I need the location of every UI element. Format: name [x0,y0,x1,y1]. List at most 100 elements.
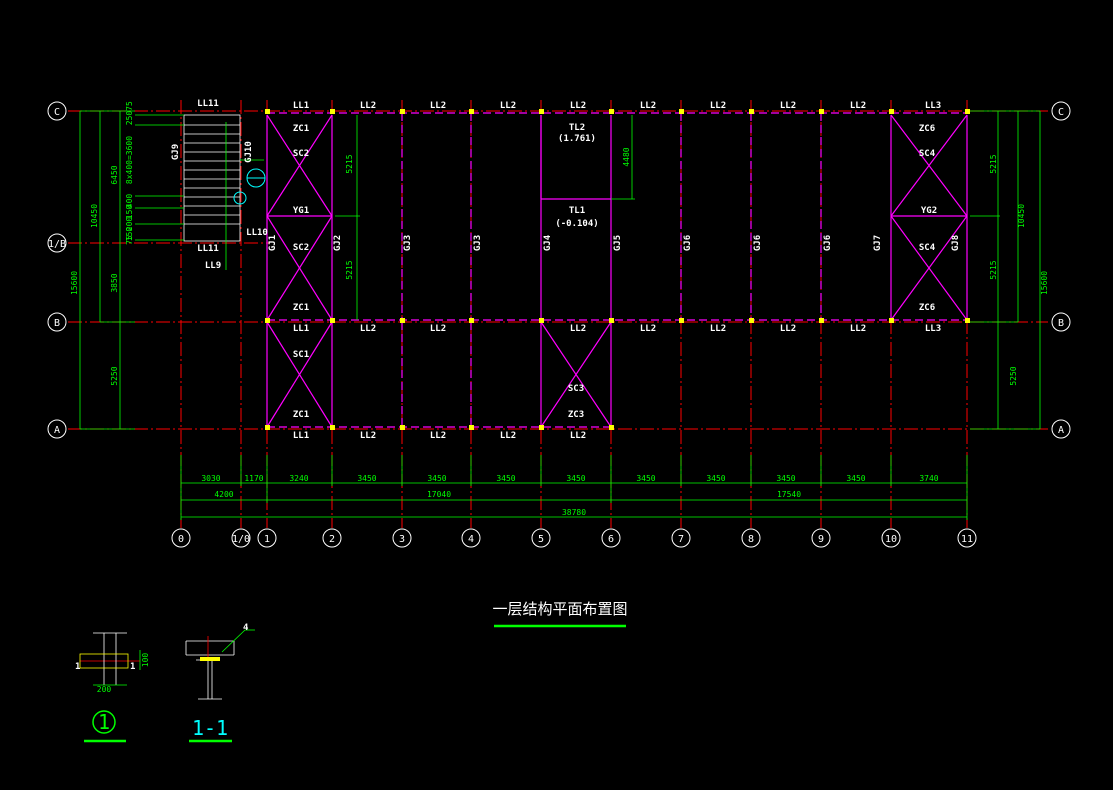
detail-1-1-weld-size: 4 [243,623,249,633]
col-axis-1: 1 [264,534,270,545]
beam-mid-1: LL2 [360,324,376,334]
solid-beams [266,114,968,428]
stair-dim-5: 200 [125,217,134,232]
beam-bot-2: LL2 [430,431,446,441]
dim-row2-2: 17540 [777,490,801,499]
dim-tl: 4480 [622,147,631,166]
beam-top-6: LL2 [710,101,726,111]
dim-right-e: 5250 [1009,366,1018,385]
dim-row1-5: 3450 [496,474,515,483]
beam-top-5: LL2 [640,101,656,111]
row-axis-bubbles [47,101,1071,439]
dim-row1-7: 3450 [636,474,655,483]
beam-top-1: LL2 [360,101,376,111]
drawing-title: 一层结构平面布置图 [492,600,627,618]
col-axis-9: 9 [818,534,824,545]
stair-dim-4: 150 [125,205,134,220]
brace-sc4-top: SC4 [919,149,936,159]
beam-bot-0: LL1 [293,431,309,441]
column-name-4: GJ4 [543,234,553,251]
row-axis-C-right: C [1058,107,1064,118]
beam-mid-0: LL1 [293,324,309,334]
beam-mid-7: LL2 [850,324,866,334]
beam-mid-5: LL2 [710,324,726,334]
col-axis-6: 6 [608,534,614,545]
dim-row1-0: 3030 [201,474,220,483]
column-name-10: GJ8 [951,235,961,251]
stair-dim-3: 400 [125,194,134,209]
stair-dim-6: 150 [125,227,134,242]
brace-sc2-bot: SC2 [293,243,309,253]
detail-1-1-weld [200,657,220,661]
beam-mid-4: LL2 [640,324,656,334]
dim-left-c: 15600 [70,271,79,295]
brace-zc6-bot: ZC6 [919,303,935,313]
brace-yg2: YG2 [921,206,937,216]
brace-yg1: YG1 [293,206,309,216]
row-axis-B-right: B [1058,318,1064,329]
col-axis-bubbles [171,528,977,548]
beam-top-2: LL2 [430,101,446,111]
dim-left-d: 3850 [110,273,119,292]
dim-row1-9: 3450 [776,474,795,483]
dim-left-b: 6450 [110,165,119,184]
detail-1-drawing [79,632,141,686]
row-grid-lines [68,110,1048,430]
beam-bot-3: LL2 [500,431,516,441]
stair-dim-1: 250 [125,111,134,126]
brace-zc1-bot: ZC1 [293,410,309,420]
dim-row1-8: 3450 [706,474,725,483]
brace-sc1: SC1 [293,350,309,360]
brace-sc3: SC3 [568,384,584,394]
stair-right-beam: LL10 [246,228,268,238]
dim-right-d: 15600 [1040,271,1049,295]
column-name-7: GJ6 [753,235,763,251]
row-axis-A-right: A [1058,425,1064,436]
brace-zc6-top: ZC6 [919,124,935,134]
brace-zc1-top: ZC1 [293,124,309,134]
column-name-8: GJ6 [823,235,833,251]
dimension-lines [79,110,1041,520]
stair-dim-0: 75 [125,101,134,111]
column-markers [265,109,970,430]
dim-right-c: 5215 [989,260,998,279]
beam-mid-3: LL2 [570,324,586,334]
col-axis-11: 11 [961,534,973,545]
detail-1-1-drawing [185,629,255,700]
dim-row1-10: 3450 [846,474,865,483]
dim-left-e: 5250 [110,366,119,385]
dim-row1-2: 3240 [289,474,308,483]
stair-top-beam: LL11 [197,99,219,109]
col-axis-2: 2 [329,534,335,545]
col-axis-3: 3 [399,534,405,545]
tl1-elev: (-0.104) [555,219,598,229]
dim-row2-0: 4200 [214,490,233,499]
col-axis-5: 5 [538,534,544,545]
row-axis-A: A [54,425,60,436]
beam-lines [267,112,967,428]
beam-bot-4: LL2 [570,431,586,441]
col-axis-1/0: 1/0 [232,534,250,545]
dim-right-b: 10450 [1017,204,1026,228]
row-axis-B: B [54,318,60,329]
col-axis-10: 10 [885,534,897,545]
dim-row2-1: 17040 [427,490,451,499]
beam-mid-2: LL2 [430,324,446,334]
column-name-2: GJ3 [403,235,413,251]
stair-bottom-beam: LL11 [197,244,219,254]
detail-1-cut-left: 1 [75,662,80,672]
row-axis-1B: 1/B [48,239,66,250]
stair-dim-2: 8x400=3600 [125,136,134,184]
col-axis-7: 7 [678,534,684,545]
section-marker [233,168,266,205]
beam-top-4: LL2 [570,101,586,111]
col-axis-0: 0 [178,534,184,545]
detail-1-circle [92,710,116,734]
detail-1-cut-right: 1 [130,662,135,672]
